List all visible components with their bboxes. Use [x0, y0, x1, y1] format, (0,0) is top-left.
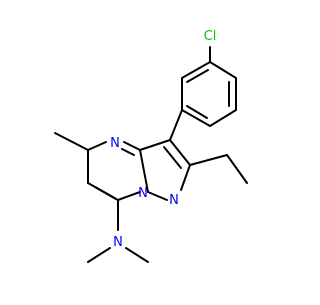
ethyl-bond	[189, 154, 228, 166]
ring-bond	[180, 164, 191, 191]
ring-bond	[139, 139, 171, 151]
chlorine-atom-label: Cl	[204, 29, 217, 44]
ring-bond	[117, 191, 141, 201]
ring-double-bond	[163, 146, 182, 169]
ring-bond	[181, 109, 211, 127]
ring-bond	[123, 141, 141, 151]
pyrazole-nitrogen-label: N	[169, 193, 179, 208]
ring-double-bond	[186, 105, 208, 119]
ring-bond	[169, 139, 191, 166]
amine-nitrogen-label: N	[113, 235, 123, 250]
ring-bond	[181, 61, 211, 79]
pyrazole-ring	[139, 139, 191, 201]
ring-double-bond	[94, 186, 117, 200]
ring-double-bond	[186, 69, 209, 83]
molecule-structure-canvas: Cl N N N N	[54, 29, 248, 263]
ethyl-bond	[226, 154, 248, 184]
n-methyl-bond	[87, 247, 111, 263]
aryl-core-bond	[169, 109, 183, 141]
methyl-bond	[54, 132, 89, 151]
ring-bond	[209, 61, 237, 79]
ring-bond	[139, 149, 149, 193]
chlorophenyl-ring	[181, 46, 237, 127]
n-methyl-bond	[125, 247, 149, 263]
ring-bond	[209, 109, 237, 127]
pyrimidine-ring	[87, 141, 141, 201]
bridgehead-nitrogen-label: N	[138, 186, 148, 201]
ring-double-bond	[121, 148, 135, 156]
ring-bond	[87, 141, 107, 151]
ring-nitrogen-label: N	[110, 136, 120, 151]
molecule-structure: Cl N N N N	[54, 29, 248, 263]
ring-bond	[147, 191, 168, 201]
